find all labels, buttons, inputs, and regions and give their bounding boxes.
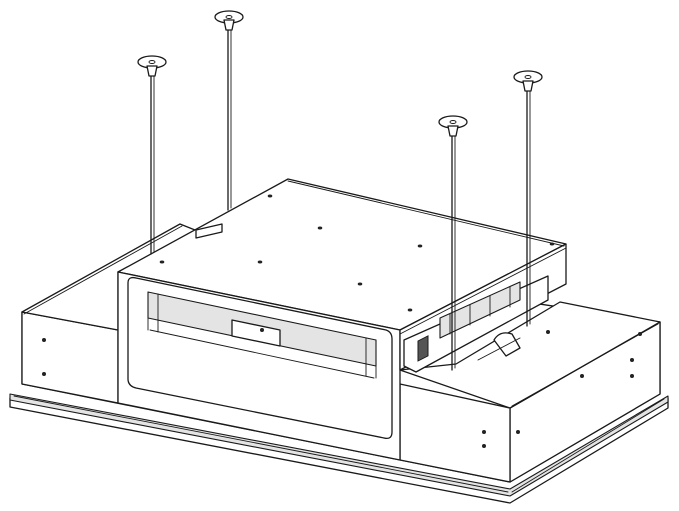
mounting-rod-4 [513, 70, 543, 327]
screw-holes [42, 194, 642, 448]
connector-panel [403, 275, 549, 373]
mounting-rod-3 [438, 115, 468, 371]
front-opening [127, 276, 393, 440]
mounting-rod-1 [214, 10, 244, 211]
bezel-frame [9, 393, 669, 504]
mounting-rod-2 [137, 55, 167, 255]
